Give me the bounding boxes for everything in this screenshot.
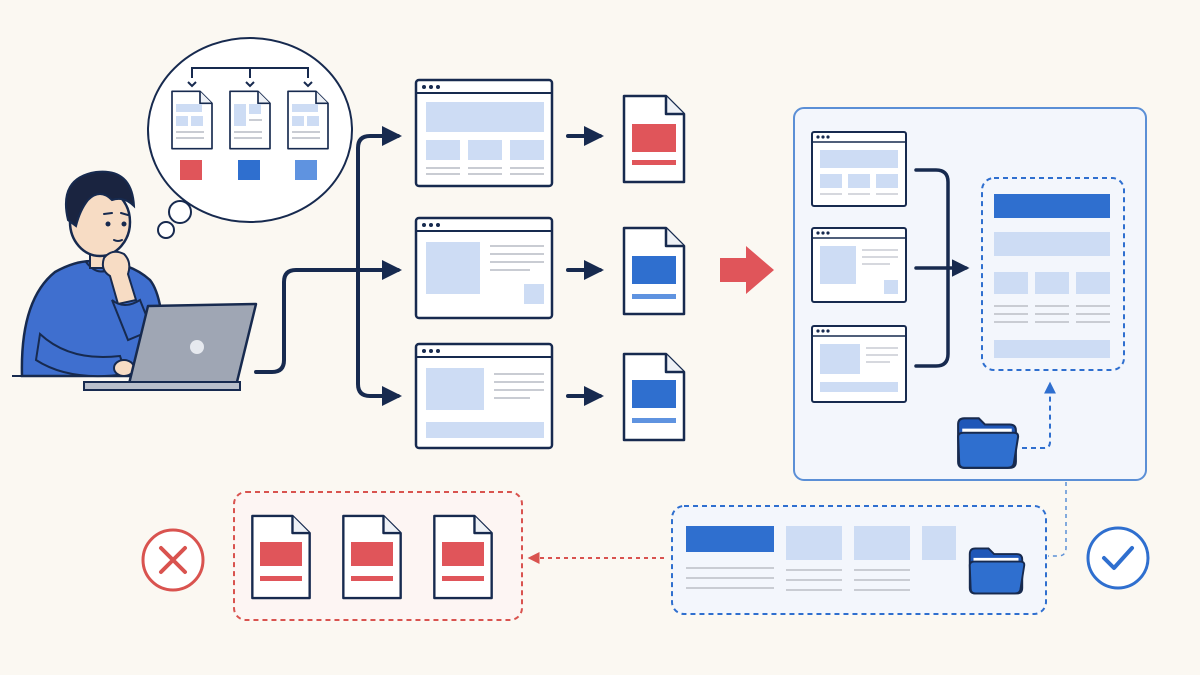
panel-browser-1 (811, 131, 907, 207)
option-red-square (180, 160, 202, 180)
output-connectors (566, 126, 604, 406)
folder-icon (957, 417, 1020, 469)
panel-to-result-connector (1048, 482, 1067, 557)
thought-doc-3 (287, 90, 329, 150)
thought-doc-2 (229, 90, 271, 150)
thought-bubble (147, 37, 353, 239)
output-doc-blue-1 (622, 226, 686, 316)
rejected-group (233, 491, 523, 621)
fan-out-connectors (254, 126, 402, 406)
rejected-doc-3 (433, 514, 493, 600)
option-blue-square (238, 160, 260, 180)
combined-layout (981, 177, 1125, 371)
final-layout (671, 505, 1047, 615)
browser-template-1 (414, 78, 554, 188)
person-thinking (12, 170, 258, 391)
panel-browser-3 (811, 325, 907, 403)
output-doc-blue-2 (622, 352, 686, 442)
folder-to-layout-connector (1022, 381, 1056, 449)
transition-arrow-icon (720, 246, 774, 294)
merge-connectors (914, 168, 970, 368)
check-circle-icon (1086, 526, 1150, 590)
panel-browser-2 (811, 227, 907, 303)
option-light-blue-square (295, 160, 317, 180)
browser-template-3 (414, 342, 554, 450)
rejected-doc-2 (342, 514, 402, 600)
rejected-doc-1 (251, 514, 311, 600)
folder-icon-final (968, 547, 1026, 595)
assembly-panel (793, 107, 1147, 481)
x-circle-icon (141, 528, 205, 592)
thought-doc-1 (171, 90, 213, 150)
browser-template-2 (414, 216, 554, 320)
output-doc-red (622, 94, 686, 184)
